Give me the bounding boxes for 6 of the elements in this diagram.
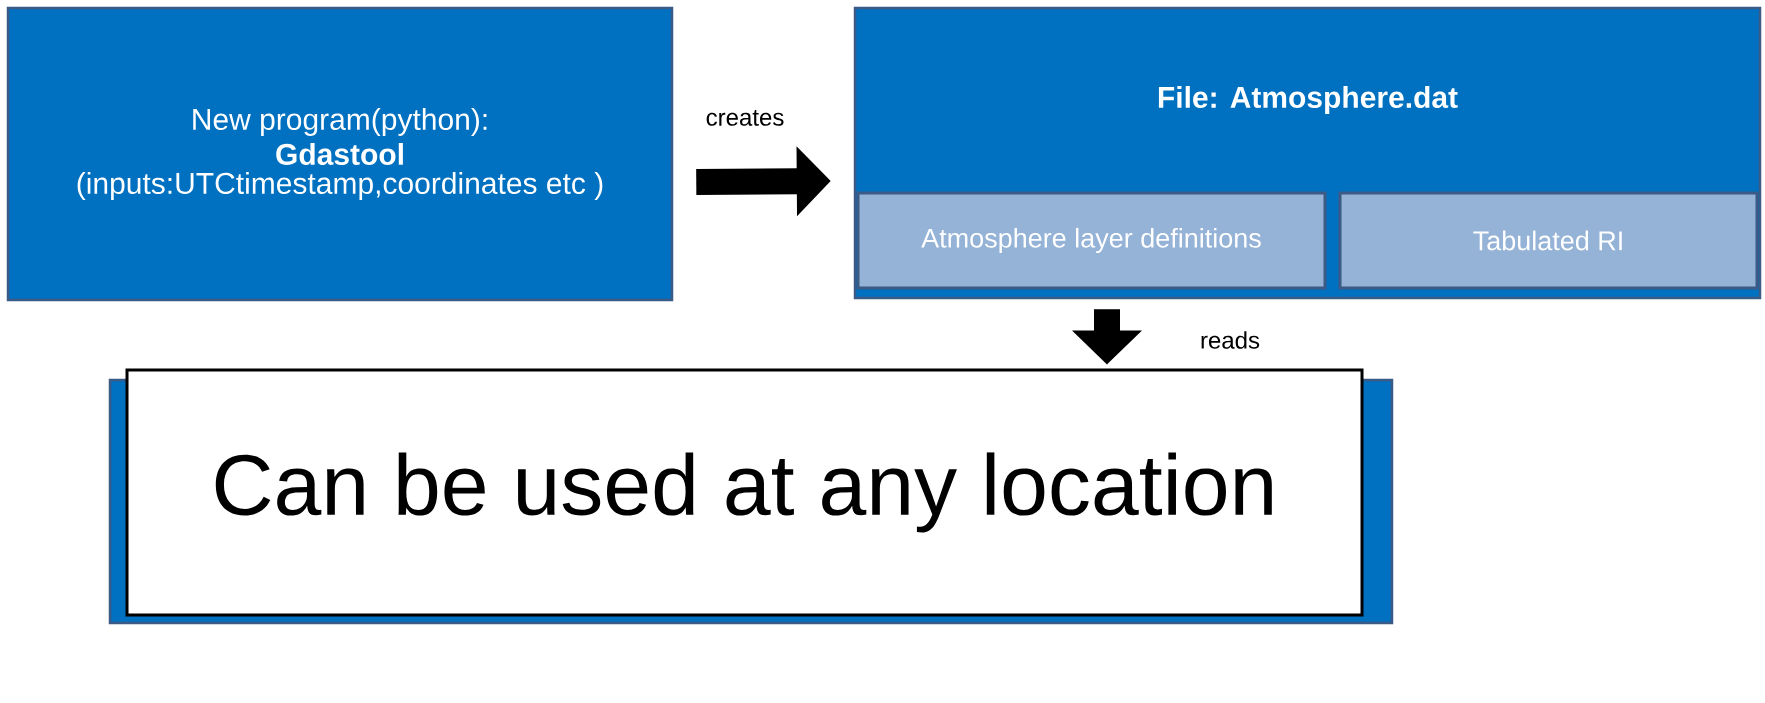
edge-label: creates [706,110,784,126]
section-box: Tabulated RI [1338,191,1759,290]
edge-label: reads [1201,331,1260,349]
note-box: Can be used at any location [125,368,1364,617]
section-box: Atmosphere layer definitions [856,191,1327,290]
program-box: New program(python): Gdastool (inputs:UTCtimestamp,coordinates etc ) [6,6,674,302]
